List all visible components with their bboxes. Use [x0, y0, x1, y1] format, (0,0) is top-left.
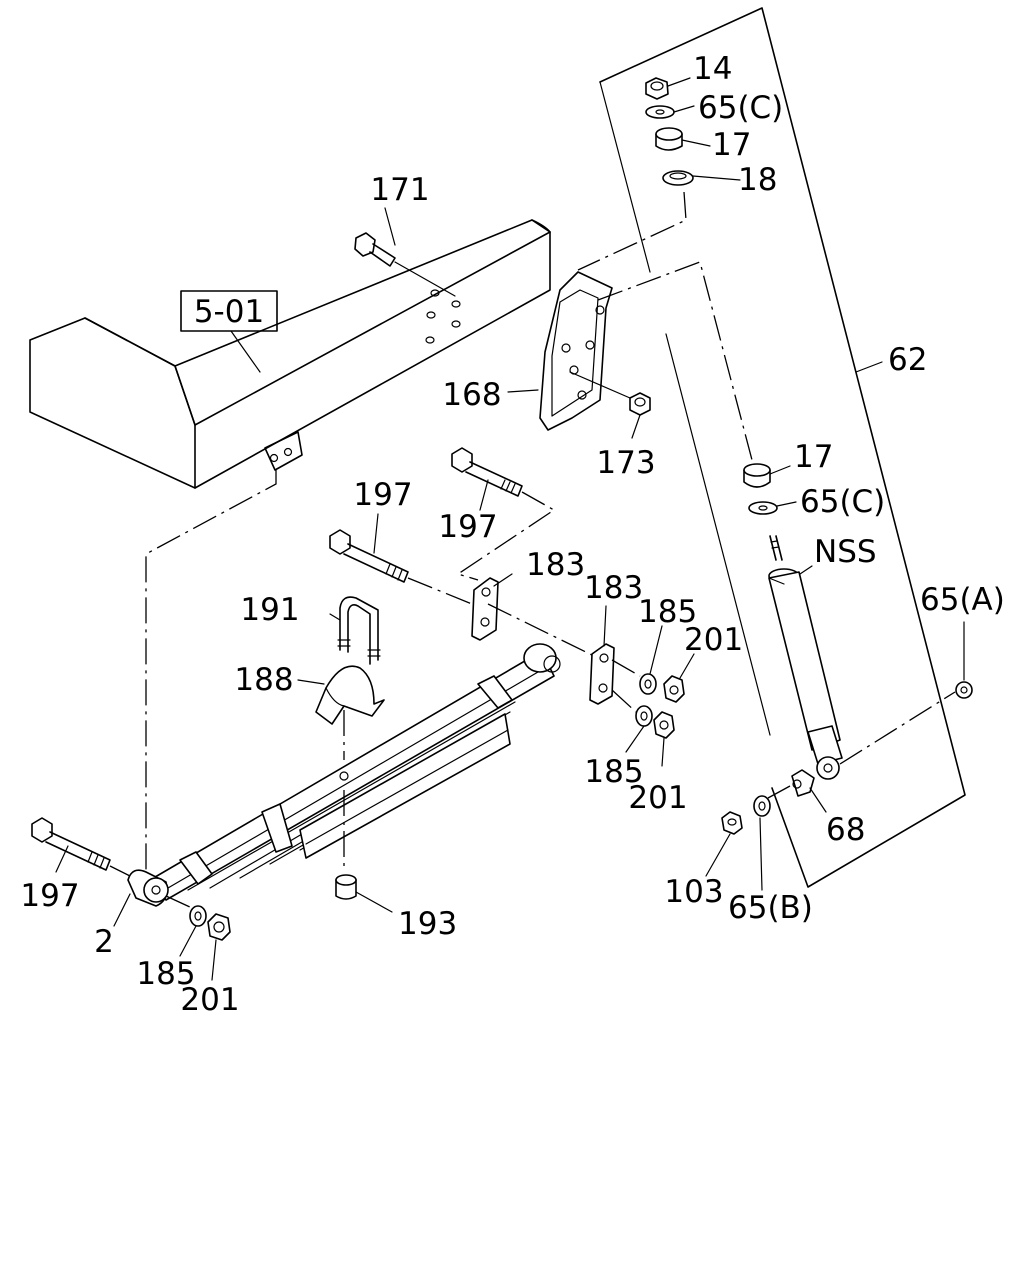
washer-185-b [625, 705, 653, 753]
u-bolt-seat-188 [297, 665, 385, 760]
shock-absorber [768, 535, 956, 780]
chassis-frame-rail [29, 219, 551, 489]
callout-193: 193 [398, 906, 457, 942]
callout-185-a: 185 [638, 594, 697, 630]
callout-197-top: 197 [438, 509, 497, 545]
callout-185-b: 185 [584, 754, 643, 790]
u-bolt-191 [329, 596, 381, 665]
callout-17-top: 17 [712, 127, 751, 163]
callout-62: 62 [888, 342, 927, 378]
callout-191: 191 [240, 592, 299, 628]
retainer-18 [577, 170, 741, 271]
callout-173: 173 [596, 445, 655, 481]
nut-201-left [207, 913, 231, 981]
callout-103: 103 [664, 874, 723, 910]
callout-201-left: 201 [180, 982, 239, 1018]
callout-197-mid: 197 [353, 477, 412, 513]
callout-168: 168 [442, 377, 501, 413]
nut-201-a [663, 653, 695, 703]
shock-bracket-168 [507, 271, 613, 431]
reference-label: 5-01 [194, 294, 264, 330]
bushing-17-mid [743, 463, 791, 488]
shackle-plate-183-b [589, 605, 641, 713]
washer-185-left [179, 905, 207, 957]
bushing-68 [767, 769, 827, 813]
callout-14: 14 [693, 51, 732, 87]
callout-197-left: 197 [20, 878, 79, 914]
callout-2: 2 [94, 924, 114, 960]
washer-185-a [639, 625, 663, 695]
callout-68: 68 [826, 812, 865, 848]
nut-103 [705, 811, 743, 877]
bolt-171 [354, 207, 456, 297]
callout-201-b: 201 [628, 780, 687, 816]
reference-box-5-01: 5-01 [180, 290, 278, 373]
callout-17-mid: 17 [794, 439, 833, 475]
callout-183-a: 183 [526, 547, 585, 583]
washer-65b [753, 795, 771, 891]
bushing-17-top [655, 127, 711, 151]
callout-65a: 65(A) [920, 582, 1005, 618]
nut-201-b [653, 711, 675, 767]
callout-201-a: 201 [684, 622, 743, 658]
nut-173 [569, 371, 651, 439]
bolt-197-top [451, 447, 556, 581]
callout-171: 171 [370, 172, 429, 208]
leaf-spring [113, 643, 561, 927]
shock-kit-frame [599, 7, 966, 888]
washer-65c-top [645, 105, 695, 119]
washer-65c-mid [748, 501, 797, 515]
callout-183-b: 183 [584, 570, 643, 606]
nut-193 [335, 790, 393, 913]
callout-65c-top: 65(C) [698, 90, 783, 126]
bolt-197-mid [329, 513, 473, 605]
callout-65b: 65(B) [728, 890, 813, 926]
callout-nss: NSS [814, 534, 877, 570]
bolt-197-left [31, 817, 131, 877]
callout-185-left: 185 [136, 956, 195, 992]
callout-18: 18 [738, 162, 777, 198]
callout-65c-mid: 65(C) [800, 484, 885, 520]
callout-188: 188 [234, 662, 293, 698]
washer-65a [955, 621, 973, 699]
shackle-plate-183-a [471, 573, 599, 659]
nut-14 [645, 77, 691, 100]
